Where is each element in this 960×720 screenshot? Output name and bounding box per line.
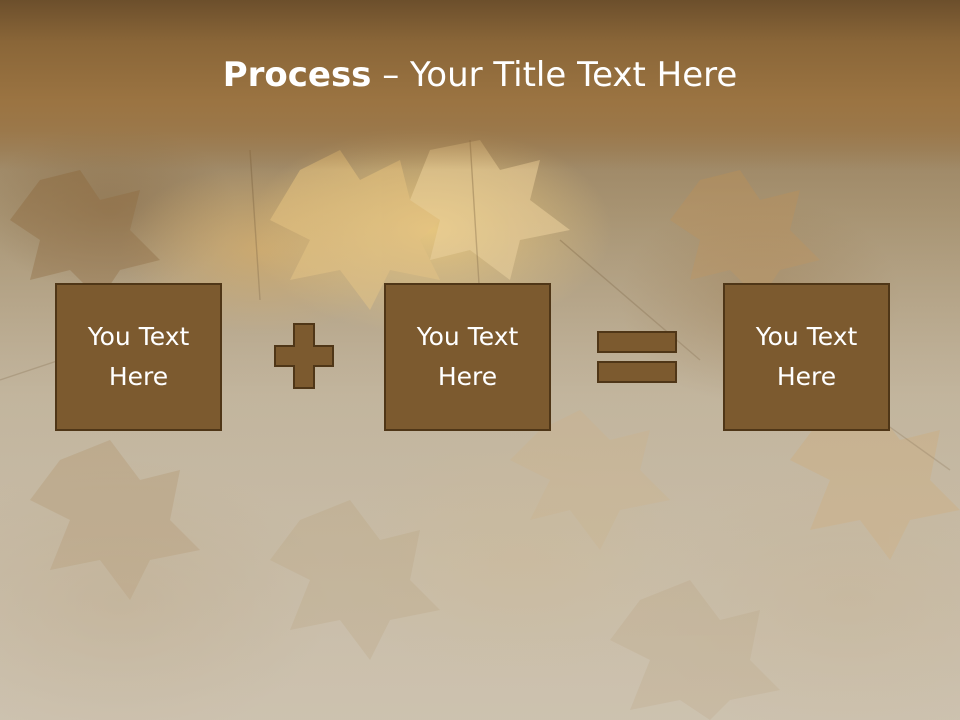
plus-icon	[274, 323, 334, 389]
process-box-1[interactable]: You Text Here	[55, 283, 222, 431]
title-rest: – Your Title Text Here	[371, 55, 738, 95]
process-box-2-text: You Text Here	[416, 322, 519, 391]
slide-title: Process – Your Title Text Here	[0, 50, 960, 100]
equals-icon	[597, 331, 677, 383]
process-box-2[interactable]: You Text Here	[384, 283, 551, 431]
process-box-1-text: You Text Here	[87, 322, 190, 391]
process-box-3[interactable]: You Text Here	[723, 283, 890, 431]
title-band	[0, 0, 960, 170]
title-bold: Process	[222, 55, 372, 95]
process-box-3-text: You Text Here	[755, 322, 858, 391]
